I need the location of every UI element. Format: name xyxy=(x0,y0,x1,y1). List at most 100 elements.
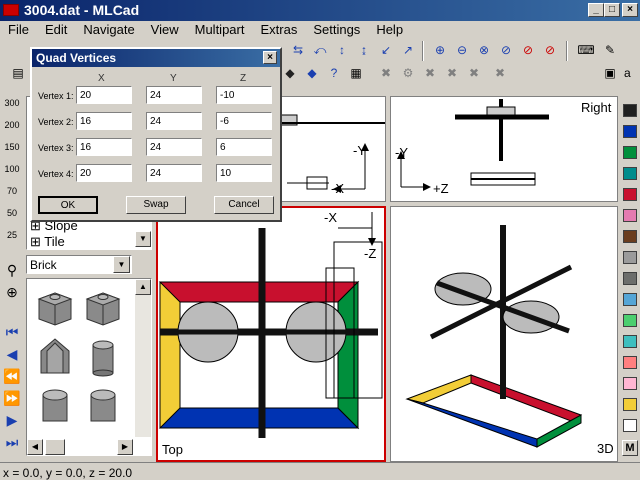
palette-swatch[interactable] xyxy=(623,272,637,285)
zoom-200[interactable]: 200 xyxy=(4,120,20,130)
rotate-icon[interactable]: ⊖ xyxy=(456,43,468,57)
palette-swatch[interactable] xyxy=(623,314,637,327)
vertex-3-y-field[interactable] xyxy=(146,138,202,156)
vertex-3-z-field[interactable] xyxy=(216,138,272,156)
first-step-icon[interactable]: ⏮ xyxy=(5,324,19,340)
query-icon[interactable]: ? xyxy=(330,66,338,80)
menu-extras[interactable]: Extras xyxy=(260,22,298,37)
part-thumbnail[interactable] xyxy=(35,385,75,425)
vertex-1-z-field[interactable] xyxy=(216,86,272,104)
vertex-3-x-field[interactable] xyxy=(76,138,132,156)
category-select[interactable]: Brick xyxy=(26,255,132,274)
preview-scroll-right[interactable]: ▶ xyxy=(117,439,133,455)
open-icon[interactable]: ▤ xyxy=(12,66,24,80)
next-step-icon[interactable]: ▶ xyxy=(6,412,18,428)
flip-icon[interactable]: ⊗ xyxy=(478,43,490,57)
rotate-z-icon[interactable]: ↙ xyxy=(380,43,392,57)
rotate-z-neg-icon[interactable]: ↗ xyxy=(402,43,414,57)
tool2-icon[interactable]: ▣ xyxy=(604,66,616,80)
snap3-icon[interactable]: ✖ xyxy=(494,66,506,80)
gear-icon[interactable]: ⚙ xyxy=(402,66,414,80)
preview-scroll-up[interactable]: ▲ xyxy=(135,279,151,295)
viewport-right[interactable]: Right -Y +Z xyxy=(390,96,618,202)
transform-icon[interactable]: ⊘ xyxy=(500,43,512,57)
zoom-icon[interactable]: ⚲ xyxy=(6,262,18,278)
bucket-icon[interactable]: ✖ xyxy=(424,66,436,80)
zoom-70[interactable]: 70 xyxy=(6,186,17,196)
palette-swatch[interactable] xyxy=(623,230,637,243)
part-thumbnail[interactable] xyxy=(35,289,75,329)
preview-scroll-left[interactable]: ◀ xyxy=(27,439,43,455)
vertex-2-z-field[interactable] xyxy=(216,112,272,130)
grid-icon[interactable]: ▦ xyxy=(350,66,362,80)
viewport-3d[interactable]: 3D xyxy=(390,206,618,462)
vertex-2-y-field[interactable] xyxy=(146,112,202,130)
zoom-50[interactable]: 50 xyxy=(6,208,17,218)
zoom-25[interactable]: 25 xyxy=(6,230,17,240)
tree-item-tile[interactable]: ⊞ Tile xyxy=(30,234,65,249)
zoom-100[interactable]: 100 xyxy=(4,164,20,174)
palette-swatch[interactable] xyxy=(623,377,637,390)
palette-swatch[interactable] xyxy=(623,146,637,159)
rotate-y-neg-icon[interactable]: ↨ xyxy=(361,43,367,57)
palette-swatch[interactable] xyxy=(623,335,637,348)
palette-swatch[interactable] xyxy=(623,167,637,180)
snap-icon[interactable]: ✖ xyxy=(446,66,458,80)
forward-icon[interactable]: ⏩ xyxy=(3,390,21,406)
palette-swatch[interactable] xyxy=(623,209,637,222)
vertex-1-x-field[interactable] xyxy=(76,86,132,104)
part-thumbnail[interactable] xyxy=(83,289,123,329)
rotate-y-icon[interactable]: ↕ xyxy=(339,43,345,57)
palette-swatch[interactable] xyxy=(623,419,637,432)
vertex-4-x-field[interactable] xyxy=(76,164,132,182)
menu-view[interactable]: View xyxy=(150,22,179,37)
part-thumbnail[interactable] xyxy=(35,337,75,377)
tool-icon[interactable]: ✎ xyxy=(604,43,616,57)
minimize-button[interactable]: _ xyxy=(588,3,604,17)
part-thumbnail[interactable] xyxy=(83,337,123,377)
menu-multipart[interactable]: Multipart xyxy=(194,22,245,37)
more-colors-button[interactable]: M xyxy=(622,440,638,456)
color-icon[interactable]: ◆ xyxy=(285,66,295,80)
palette-swatch[interactable] xyxy=(623,104,637,117)
dialog-close-button[interactable]: × xyxy=(263,51,277,64)
hide-icon[interactable]: ✖ xyxy=(380,66,392,80)
palette-swatch[interactable] xyxy=(623,125,637,138)
rewind-icon[interactable]: ⏪ xyxy=(3,368,21,384)
palette-swatch[interactable] xyxy=(623,356,637,369)
ok-button[interactable]: OK xyxy=(38,196,98,214)
vertex-1-y-field[interactable] xyxy=(146,86,202,104)
maximize-button[interactable]: □ xyxy=(604,3,620,17)
prev-step-icon[interactable]: ◀ xyxy=(6,346,18,362)
palette-swatch[interactable] xyxy=(623,251,637,264)
mirror-icon[interactable]: ⊕ xyxy=(434,43,446,57)
menu-file[interactable]: File xyxy=(8,22,29,37)
menu-edit[interactable]: Edit xyxy=(44,22,68,37)
keyboard-icon[interactable]: ⌨ xyxy=(577,43,595,57)
rotate-x-neg-icon[interactable]: ⤺ xyxy=(313,43,327,57)
chevron-down-icon[interactable]: ▼ xyxy=(113,256,130,273)
cancel-button[interactable]: Cancel xyxy=(214,196,274,214)
no-move-icon[interactable]: ⊘ xyxy=(544,43,556,57)
vertex-2-x-field[interactable] xyxy=(76,112,132,130)
close-button[interactable]: × xyxy=(622,3,638,17)
zoom-fit-icon[interactable]: ⊕ xyxy=(6,284,18,300)
rotate-x-icon[interactable]: ⇆ xyxy=(292,43,304,57)
palette-swatch[interactable] xyxy=(623,293,637,306)
vertex-4-z-field[interactable] xyxy=(216,164,272,182)
viewport-top[interactable]: -X -Z Top xyxy=(156,206,386,462)
menu-navigate[interactable]: Navigate xyxy=(83,22,135,37)
menu-settings[interactable]: Settings xyxy=(313,22,361,37)
palette-swatch[interactable] xyxy=(623,398,637,411)
palette-swatch[interactable] xyxy=(623,188,637,201)
preview-scroll-thumb[interactable] xyxy=(45,439,65,455)
preview-scrollbar-track[interactable] xyxy=(135,295,151,437)
vertex-4-y-field[interactable] xyxy=(146,164,202,182)
zoom-150[interactable]: 150 xyxy=(4,142,20,152)
no-rotate-icon[interactable]: ⊘ xyxy=(522,43,534,57)
swap-button[interactable]: Swap xyxy=(126,196,186,214)
menu-help[interactable]: Help xyxy=(376,22,404,37)
snap2-icon[interactable]: ✖ xyxy=(468,66,480,80)
part-thumbnail[interactable] xyxy=(83,385,123,425)
tree-scroll-down[interactable]: ▼ xyxy=(135,231,151,247)
